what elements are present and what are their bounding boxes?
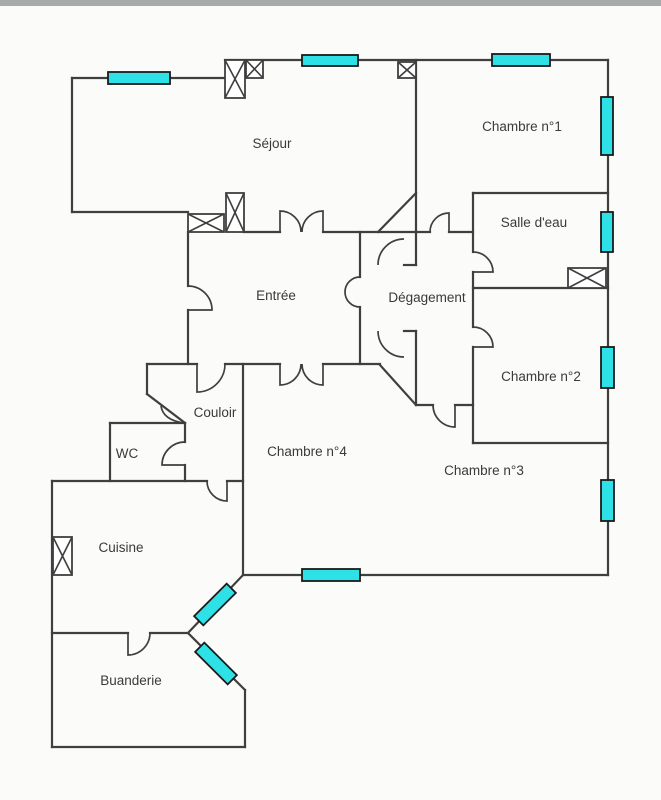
shaft-icon bbox=[52, 536, 73, 576]
door-swing bbox=[206, 480, 228, 502]
windows-layer bbox=[107, 53, 615, 686]
shaft-cross-diagonal bbox=[52, 536, 73, 576]
door-swing bbox=[127, 632, 151, 656]
door-swing bbox=[377, 238, 405, 266]
room-label-entree: Entrée bbox=[256, 288, 296, 303]
shaft-icon bbox=[567, 267, 607, 289]
shaft-icon bbox=[187, 213, 225, 233]
window-icon bbox=[193, 641, 239, 686]
wall-segment bbox=[145, 392, 187, 425]
room-label-chambre-4: Chambre n°4 bbox=[267, 444, 347, 459]
door-swing bbox=[377, 330, 405, 358]
door-swing bbox=[432, 404, 456, 428]
room-label-chambre-3: Chambre n°3 bbox=[444, 463, 524, 478]
shaft-icon bbox=[224, 59, 246, 99]
door-swing bbox=[160, 405, 185, 424]
door-swing bbox=[161, 441, 186, 466]
room-label-chambre-2: Chambre n°2 bbox=[501, 369, 581, 384]
room-label-couloir: Couloir bbox=[194, 405, 237, 420]
shafts-layer bbox=[52, 59, 607, 576]
room-label-wc: WC bbox=[116, 446, 139, 461]
window-icon bbox=[107, 71, 171, 85]
door-swing bbox=[301, 363, 324, 386]
scan-top-band bbox=[0, 0, 661, 6]
window-icon bbox=[301, 54, 359, 67]
shaft-cross-diagonal bbox=[225, 192, 245, 233]
window-icon bbox=[600, 96, 614, 156]
shaft-icon bbox=[245, 59, 264, 79]
window-icon bbox=[301, 568, 361, 582]
door-swing bbox=[429, 212, 450, 233]
room-label-salle-deau: Salle d'eau bbox=[501, 215, 567, 230]
window-icon bbox=[600, 346, 615, 389]
door-swing bbox=[301, 210, 324, 233]
shaft-cross-diagonal bbox=[567, 267, 607, 289]
shaft-cross-diagonal bbox=[224, 59, 246, 99]
room-label-degagement: Dégagement bbox=[388, 290, 466, 305]
door-swing bbox=[279, 210, 302, 233]
window-icon bbox=[491, 53, 551, 67]
door-swing bbox=[472, 326, 494, 348]
window-icon bbox=[600, 211, 614, 253]
room-label-chambre-1: Chambre n°1 bbox=[482, 119, 562, 134]
shaft-cross-diagonal bbox=[245, 59, 264, 79]
shaft-icon bbox=[397, 61, 417, 79]
wall-segment bbox=[376, 191, 418, 234]
door-swing bbox=[344, 276, 361, 308]
door-swing bbox=[196, 363, 226, 393]
window-icon bbox=[192, 582, 238, 627]
door-swing bbox=[472, 251, 494, 273]
shaft-cross-diagonal bbox=[397, 61, 417, 79]
door-swing bbox=[187, 285, 213, 311]
room-label-cuisine: Cuisine bbox=[98, 540, 143, 555]
wall-segment bbox=[378, 363, 418, 407]
room-label-sejour: Séjour bbox=[252, 136, 292, 151]
doors-layer bbox=[127, 210, 494, 656]
window-icon bbox=[600, 479, 615, 522]
shaft-cross-diagonal bbox=[187, 213, 225, 233]
walls-layer bbox=[50, 58, 610, 749]
shaft-icon bbox=[225, 192, 245, 233]
door-swing bbox=[279, 363, 302, 386]
room-label-buanderie: Buanderie bbox=[100, 673, 162, 688]
